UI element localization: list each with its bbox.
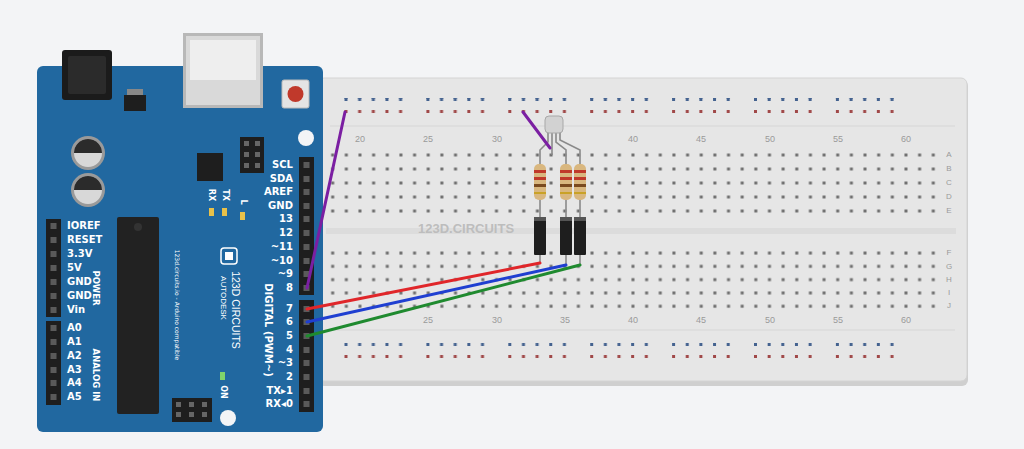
row-letter: F: [947, 249, 952, 257]
rgb-led: [540, 116, 580, 155]
jumper-wire: [534, 211, 586, 265]
pin-label: ~9: [278, 269, 293, 279]
pin-label: 7: [286, 304, 293, 314]
row-letter: B: [946, 165, 951, 173]
pin-label: ~3: [278, 358, 293, 368]
header-label: DIGITAL (PWM~): [263, 283, 273, 376]
pin-label: 2: [286, 372, 293, 382]
row-letter: J: [947, 302, 951, 310]
pin-label: 4: [286, 345, 293, 355]
pin-label: Vin: [67, 305, 85, 315]
header-label: POWER: [92, 270, 101, 305]
row-letter: H: [946, 276, 952, 284]
pin-label: AREF: [264, 187, 293, 197]
led-label: TX: [221, 189, 229, 201]
breadboard: [318, 78, 968, 386]
pin-label: TX▸1: [266, 386, 293, 396]
led-label: ON: [219, 385, 227, 399]
column-number: 55: [833, 135, 843, 144]
column-number: 50: [765, 316, 775, 325]
column-number: 40: [628, 316, 638, 325]
brand-text: 123D CIRCUITS: [231, 271, 242, 349]
column-number: 35: [560, 316, 570, 325]
pin-label: ~10: [271, 256, 293, 266]
pin-label: GND: [268, 201, 293, 211]
row-letter: G: [946, 263, 952, 271]
led-label: L: [239, 199, 247, 204]
column-number: 30: [492, 316, 502, 325]
pin-label: A5: [67, 392, 82, 402]
column-number: 45: [696, 316, 706, 325]
pin-label: SDA: [270, 174, 293, 184]
pin-label: IOREF: [67, 221, 101, 231]
column-number: 50: [765, 135, 775, 144]
pin-label: RESET: [67, 235, 102, 245]
arduino-board: [37, 33, 323, 432]
pin-label: RX◂0: [266, 399, 293, 409]
pin-label: SCL: [272, 160, 293, 170]
pin-label: 6: [286, 317, 293, 327]
pin-label: 5: [286, 331, 293, 341]
pin-label: A0: [67, 323, 82, 333]
header-label: ANALOG IN: [92, 349, 101, 402]
pin-label: A3: [67, 365, 82, 375]
watermark: 123D.CIRCUITS: [418, 222, 514, 235]
pin-label: 12: [279, 228, 293, 238]
column-number: 25: [423, 316, 433, 325]
hookup-wire: [307, 112, 580, 336]
resistor-symbol: [534, 155, 586, 211]
column-number: 25: [423, 135, 433, 144]
row-letter: D: [946, 193, 952, 201]
pin-label: 13: [279, 214, 293, 224]
pin-label: GND: [67, 277, 92, 287]
column-number: 55: [833, 316, 843, 325]
row-letter: A: [946, 151, 951, 159]
pin-label: 8: [286, 283, 293, 293]
row-letter: I: [948, 289, 950, 297]
brand-text: AUTODESK: [219, 276, 227, 320]
pin-label: A1: [67, 337, 82, 347]
pin-label: GND: [67, 291, 92, 301]
pin-label: 3.3V: [67, 249, 92, 259]
column-number: 60: [901, 135, 911, 144]
column-number: 60: [901, 316, 911, 325]
column-number: 30: [492, 135, 502, 144]
pin-label: A4: [67, 378, 82, 388]
row-letter: C: [946, 179, 952, 187]
board-note: 123d.circuits.io - Arduino compatible: [174, 250, 180, 361]
pin-label: A2: [67, 351, 82, 361]
column-number: 20: [355, 135, 365, 144]
led-label: RX: [207, 189, 215, 201]
column-number: 45: [696, 135, 706, 144]
pin-label: 5V: [67, 263, 82, 273]
row-letter: E: [946, 207, 951, 215]
column-number: 40: [628, 135, 638, 144]
pin-label: ~11: [271, 242, 293, 252]
